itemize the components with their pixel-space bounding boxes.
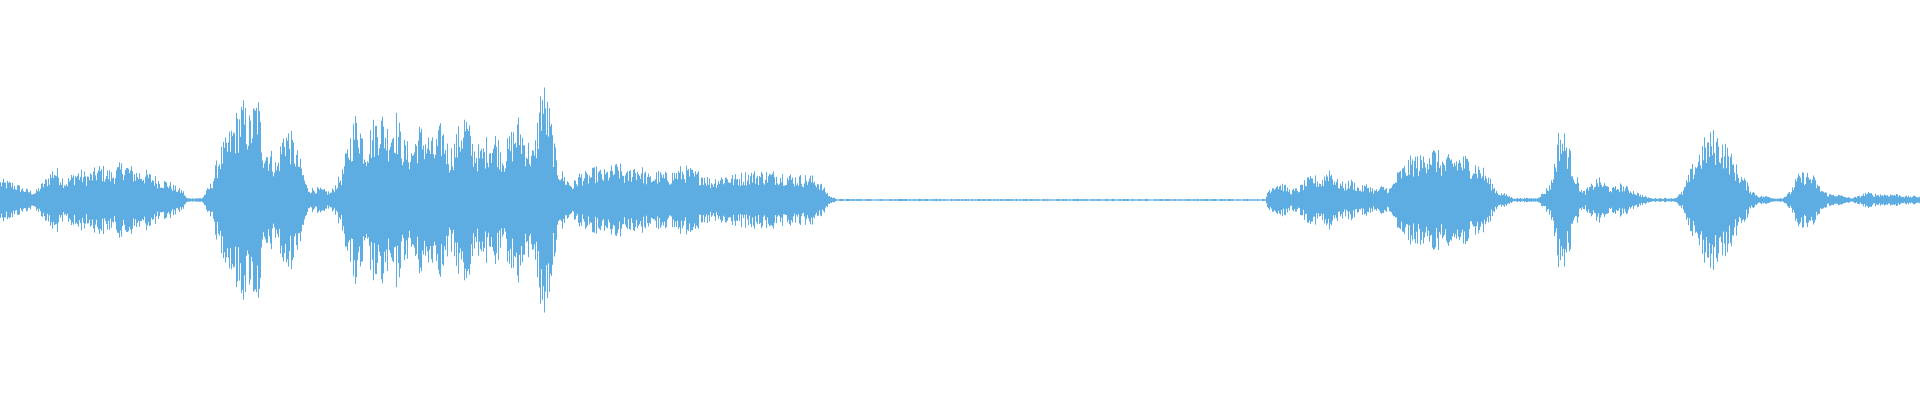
waveform-bars [0, 87, 1920, 313]
